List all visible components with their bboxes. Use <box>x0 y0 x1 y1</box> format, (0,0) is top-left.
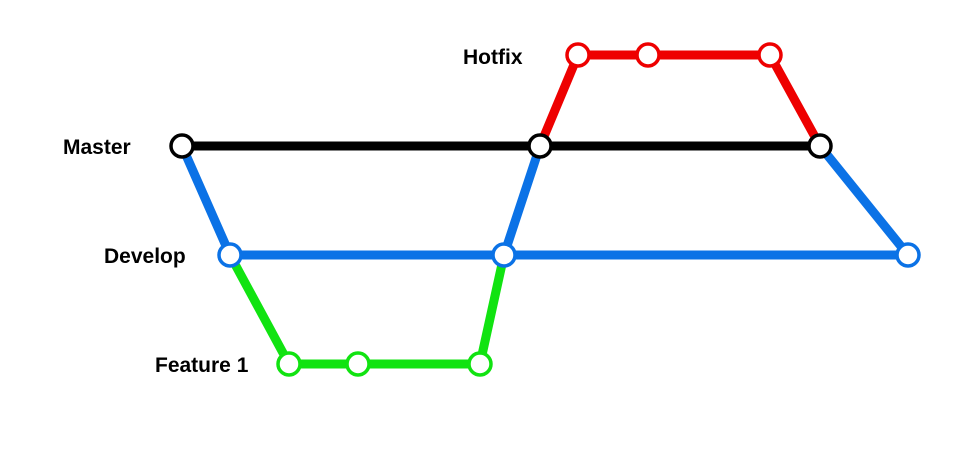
commit-node-feature <box>276 351 302 377</box>
commit-node-master <box>527 133 553 159</box>
commit-node-master <box>169 133 195 159</box>
edge-hotfix-merge-master <box>765 50 825 151</box>
edge-master-to-hotfix <box>535 50 583 151</box>
label-feature-1: Feature 1 <box>155 354 249 377</box>
label-develop: Develop <box>104 245 186 268</box>
edge-feature-merge-develop <box>475 250 509 369</box>
commit-nodes <box>169 42 921 377</box>
commit-node-develop <box>217 242 243 268</box>
edge-master-merge-develop <box>815 141 913 260</box>
edge-master-to-develop <box>177 141 235 260</box>
commit-node-develop <box>491 242 517 268</box>
commit-node-develop <box>895 242 921 268</box>
commit-node-hotfix <box>757 42 783 68</box>
label-hotfix: Hotfix <box>463 46 523 69</box>
branch-lines <box>177 50 913 369</box>
commit-node-master <box>807 133 833 159</box>
commit-node-feature <box>345 351 371 377</box>
commit-node-hotfix <box>565 42 591 68</box>
edge-develop-to-feature <box>225 250 294 369</box>
edge-develop-merge-master <box>499 141 545 260</box>
commit-node-feature <box>467 351 493 377</box>
label-master: Master <box>63 136 131 159</box>
commit-node-hotfix <box>635 42 661 68</box>
